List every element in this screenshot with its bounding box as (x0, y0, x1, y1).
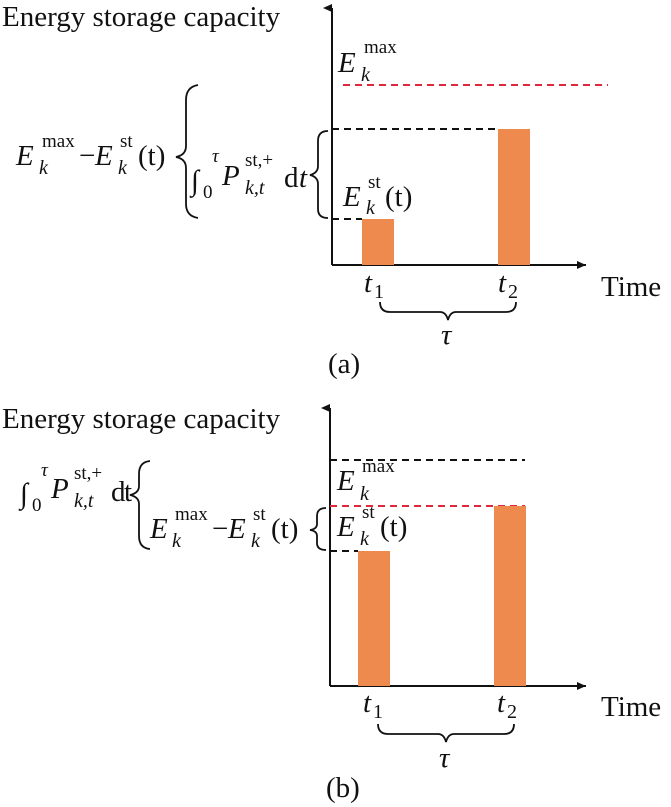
svg-text:P: P (221, 160, 240, 192)
svg-text:∫: ∫ (189, 165, 201, 198)
svg-text:k: k (251, 530, 261, 552)
svg-text:st: st (368, 172, 381, 193)
svg-text:(t): (t) (380, 511, 407, 543)
svg-text:st,+: st,+ (74, 463, 102, 484)
svg-text:t: t (497, 687, 506, 719)
svg-text:t: t (299, 162, 308, 194)
svg-text:1: 1 (374, 281, 384, 303)
panel-b-bar-t2 (494, 506, 526, 686)
svg-text:k: k (366, 197, 376, 219)
svg-text:∫: ∫ (18, 478, 30, 511)
svg-text:t: t (363, 687, 372, 719)
panel-b-xlabel: Time (601, 691, 661, 723)
svg-text:E: E (336, 465, 355, 497)
panel-a-ylabel: Energy storage capacity (2, 1, 281, 33)
svg-text:E: E (227, 513, 246, 545)
svg-text:2: 2 (507, 701, 517, 723)
svg-text:t: t (498, 267, 507, 299)
panel-b-bar-t1 (358, 551, 390, 686)
panel-a-inner-brace (309, 130, 329, 219)
panel-b-ylabel: Energy storage capacity (2, 403, 281, 435)
svg-text:st: st (120, 131, 133, 152)
panel-b-difference-label: E max k − E st k (t) (149, 504, 298, 552)
svg-text:st: st (253, 504, 266, 525)
panel-b-emax-label: E max k (336, 456, 395, 505)
svg-text:E: E (336, 511, 355, 543)
panel-a-est-label: E st k (t) (342, 172, 412, 219)
panel-a-tick-t2: t 2 (498, 267, 518, 303)
svg-text:k: k (39, 157, 49, 179)
panel-b-tick-t2: t 2 (497, 687, 517, 723)
svg-text:E: E (337, 47, 356, 79)
panel-a-xlabel: Time (601, 271, 661, 303)
svg-text:max: max (42, 131, 75, 152)
panel-a-bar-t2 (498, 129, 530, 265)
panel-a-tau-brace (379, 301, 517, 321)
svg-text:k,t: k,t (74, 490, 94, 512)
panel-a-tau-label: τ (441, 319, 453, 351)
svg-text:1: 1 (373, 701, 383, 723)
svg-text:−: − (79, 140, 95, 172)
svg-text:E: E (15, 140, 34, 172)
panel-b-inner-brace (309, 507, 327, 551)
panel-b-integral-label: ∫ τ 0 P st,+ k,t d t (18, 460, 132, 516)
panel-a-emax-label: E max k (337, 37, 397, 86)
svg-text:(t): (t) (138, 140, 165, 172)
svg-text:E: E (342, 181, 361, 213)
svg-text:k: k (118, 157, 128, 179)
panel-b-tau-brace (377, 723, 515, 743)
svg-text:d: d (111, 476, 126, 508)
svg-text:P: P (50, 473, 69, 505)
panel-a-integral-label: ∫ τ 0 P st,+ k,t d t (189, 146, 308, 203)
panel-b-est-label: E st k (t) (336, 502, 407, 550)
panel-b: Energy storage capacity E max k E st k (… (2, 403, 661, 804)
svg-text:t: t (364, 267, 373, 299)
svg-text:2: 2 (508, 281, 518, 303)
svg-text:st: st (362, 502, 375, 523)
svg-text:k: k (360, 528, 370, 550)
svg-text:E: E (149, 513, 168, 545)
svg-text:(t): (t) (271, 513, 298, 545)
panel-b-tau-label: τ (439, 742, 451, 774)
panel-b-outer-brace (129, 460, 151, 550)
svg-text:0: 0 (32, 495, 42, 516)
svg-text:τ: τ (212, 146, 220, 167)
svg-text:τ: τ (41, 460, 49, 481)
svg-text:d: d (284, 162, 299, 194)
panel-a-bar-t1 (362, 219, 394, 265)
panel-b-tick-t1: t 1 (363, 687, 383, 723)
panel-a-difference-label: E max k − E st k (t) (15, 131, 165, 179)
svg-text:k: k (360, 483, 370, 505)
svg-text:k: k (172, 530, 182, 552)
svg-text:k,t: k,t (245, 177, 265, 199)
svg-text:(t): (t) (385, 181, 412, 213)
svg-text:k: k (361, 64, 371, 86)
panel-a: Energy storage capacity E max k E st k (… (2, 1, 661, 380)
panel-b-caption: (b) (326, 772, 360, 804)
svg-text:max: max (362, 456, 395, 477)
panel-a-tick-t1: t 1 (364, 267, 384, 303)
svg-text:t: t (124, 476, 132, 508)
svg-text:E: E (94, 140, 113, 172)
panel-a-caption: (a) (328, 348, 360, 380)
svg-text:max: max (175, 504, 208, 525)
svg-text:−: − (212, 513, 228, 545)
svg-text:0: 0 (203, 182, 213, 203)
svg-text:st,+: st,+ (245, 150, 273, 171)
panel-a-outer-brace (175, 84, 199, 219)
svg-text:max: max (364, 37, 397, 58)
